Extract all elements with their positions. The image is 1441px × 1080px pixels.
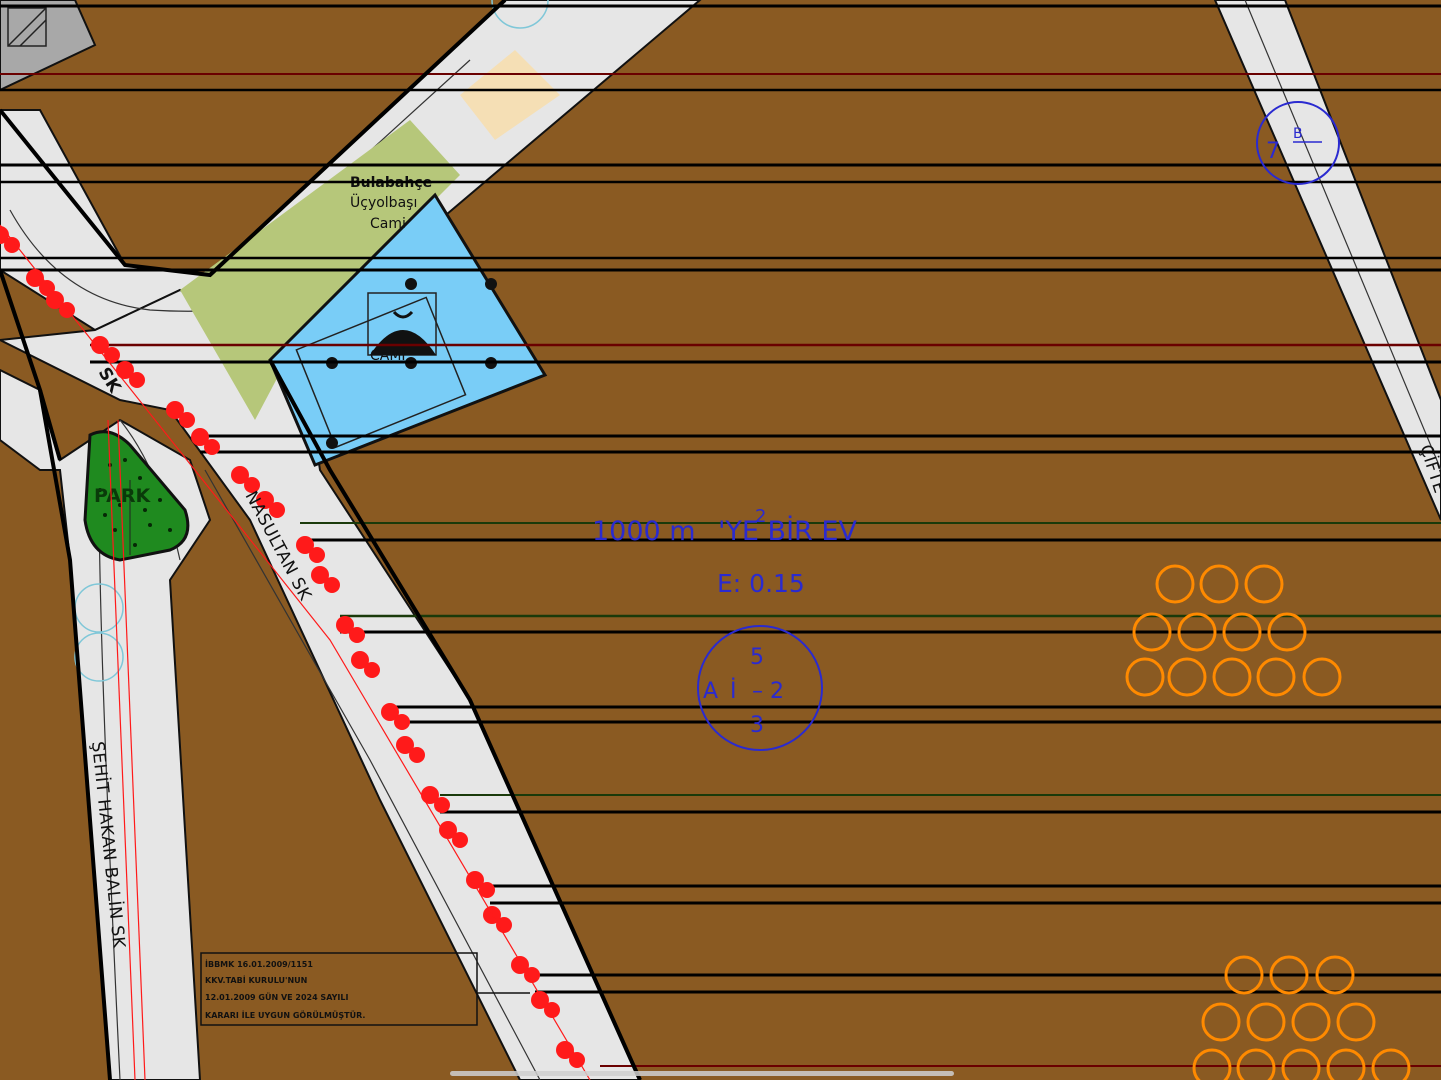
- density-suffix: 'YE BİR EV: [718, 515, 857, 547]
- tree-symbol: [1267, 612, 1307, 652]
- corner-code-symbol: 7 B: [1256, 101, 1340, 185]
- red-dot: [191, 428, 209, 446]
- red-dot: [269, 502, 285, 518]
- home-indicator[interactable]: [450, 1071, 954, 1076]
- red-dot: [4, 237, 20, 253]
- red-dot: [524, 967, 540, 983]
- red-dot: [349, 627, 365, 643]
- red-dot: [434, 797, 450, 813]
- red-dot: [351, 651, 369, 669]
- poi-line-2: Üçyolbaşı: [350, 193, 417, 211]
- orchard-symbols: [1125, 564, 1411, 1080]
- red-dot: [496, 917, 512, 933]
- tree-symbol: [1222, 612, 1262, 652]
- red-dot: [381, 703, 399, 721]
- notice-line-2: KKV.TABİ KURULU'NUN: [205, 975, 307, 985]
- red-dot: [244, 477, 260, 493]
- red-dot: [439, 821, 457, 839]
- red-dot: [311, 566, 329, 584]
- parcel-boundaries: [0, 0, 642, 1080]
- tree-symbol: [1281, 1048, 1321, 1080]
- zone-code-right: – 2: [752, 679, 784, 704]
- tree-symbol: [1201, 1002, 1241, 1042]
- red-dot: [409, 747, 425, 763]
- tree-symbol: [1212, 657, 1252, 697]
- building-block: [0, 0, 97, 92]
- tree-symbol: [1302, 657, 1342, 697]
- tree-symbol: [1256, 657, 1296, 697]
- tree-symbol: [1192, 1048, 1232, 1080]
- tree-symbol: [1125, 657, 1165, 697]
- zone-code-bottom: 3: [750, 713, 764, 738]
- tree-symbol: [1155, 564, 1195, 604]
- red-dotted-line: [0, 226, 585, 1068]
- tree-symbol: [1246, 1002, 1286, 1042]
- park-area: PARK: [83, 430, 190, 562]
- density-label: 1000 m: [592, 516, 696, 547]
- red-dot: [531, 991, 549, 1009]
- emsal-label: E: 0.15: [717, 569, 805, 598]
- red-dot: [452, 832, 468, 848]
- red-dot: [364, 662, 380, 678]
- red-dot: [26, 269, 44, 287]
- tree-symbol: [1315, 955, 1355, 995]
- tree-symbol: [1177, 612, 1217, 652]
- tree-symbol: [1371, 1048, 1411, 1080]
- red-thin-line: [0, 224, 591, 1080]
- red-dot: [91, 336, 109, 354]
- tree-symbol: [1269, 955, 1309, 995]
- red-dot: [256, 491, 274, 509]
- red-dot: [309, 547, 325, 563]
- red-dot: [116, 361, 134, 379]
- red-dot: [231, 466, 249, 484]
- red-dot: [179, 412, 195, 428]
- tree-symbol: [1336, 1002, 1376, 1042]
- red-dot: [336, 616, 354, 634]
- poi-line-3: Cami: [370, 216, 406, 232]
- red-dot: [324, 577, 340, 593]
- notice-line-4: KARARI İLE UYGUN GÖRÜLMÜŞTÜR.: [205, 1010, 365, 1020]
- red-dot: [46, 291, 64, 309]
- red-dot: [296, 536, 314, 554]
- mosque-label: CAMİ: [370, 346, 406, 364]
- tree-symbol: [1167, 657, 1207, 697]
- mosque-area: [268, 192, 548, 467]
- zone-code-letter: A: [703, 679, 718, 704]
- red-dot: [394, 714, 410, 730]
- corner-code-left: 7: [1266, 139, 1280, 164]
- zone-code-top: 5: [750, 645, 764, 670]
- notice-box: İBBMK 16.01.2009/1151 KKV.TABİ KURULU'NU…: [200, 952, 530, 1026]
- park-label: PARK: [94, 485, 152, 507]
- tree-symbol: [1291, 1002, 1331, 1042]
- corner-code-right: B: [1293, 126, 1303, 142]
- beige-parcel: [460, 50, 560, 140]
- red-dot: [466, 871, 484, 889]
- notice-line-1: İBBMK 16.01.2009/1151: [205, 959, 313, 969]
- red-dot: [129, 372, 145, 388]
- red-dot: [421, 786, 439, 804]
- red-dot: [479, 882, 495, 898]
- tree-symbol: [1132, 612, 1172, 652]
- red-dot: [204, 439, 220, 455]
- zone-code-mid: İ: [730, 678, 737, 704]
- red-dot: [396, 736, 414, 754]
- red-dot: [104, 347, 120, 363]
- notice-line-3: 12.01.2009 GÜN VE 2024 SAYILI: [205, 992, 348, 1002]
- horizontal-lines: [0, 4, 1441, 1067]
- red-dot: [544, 1002, 560, 1018]
- tree-symbol: [1236, 1048, 1276, 1080]
- red-dot: [166, 401, 184, 419]
- tree-symbol: [1224, 955, 1264, 995]
- density-superscript: 2: [755, 506, 766, 527]
- tree-symbol: [1326, 1048, 1366, 1080]
- tree-symbol: [1244, 564, 1284, 604]
- zone-density: 1000 m 2 'YE BİR EV E: 0.15: [592, 506, 857, 598]
- red-dot: [569, 1052, 585, 1068]
- tree-symbol: [1199, 564, 1239, 604]
- zone-code-symbol: 5 A İ – 2 3: [697, 625, 823, 751]
